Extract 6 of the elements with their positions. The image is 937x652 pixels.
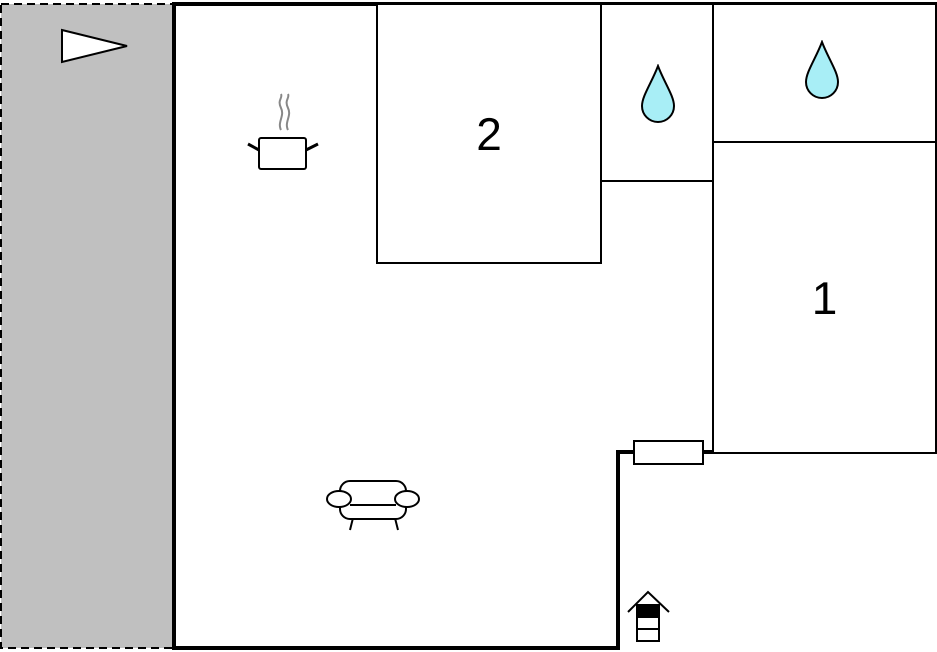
room	[600, 3, 714, 182]
room-number: 2	[476, 110, 502, 156]
room	[376, 3, 602, 264]
room	[712, 141, 937, 454]
room	[712, 3, 937, 143]
room-number: 1	[812, 274, 838, 320]
